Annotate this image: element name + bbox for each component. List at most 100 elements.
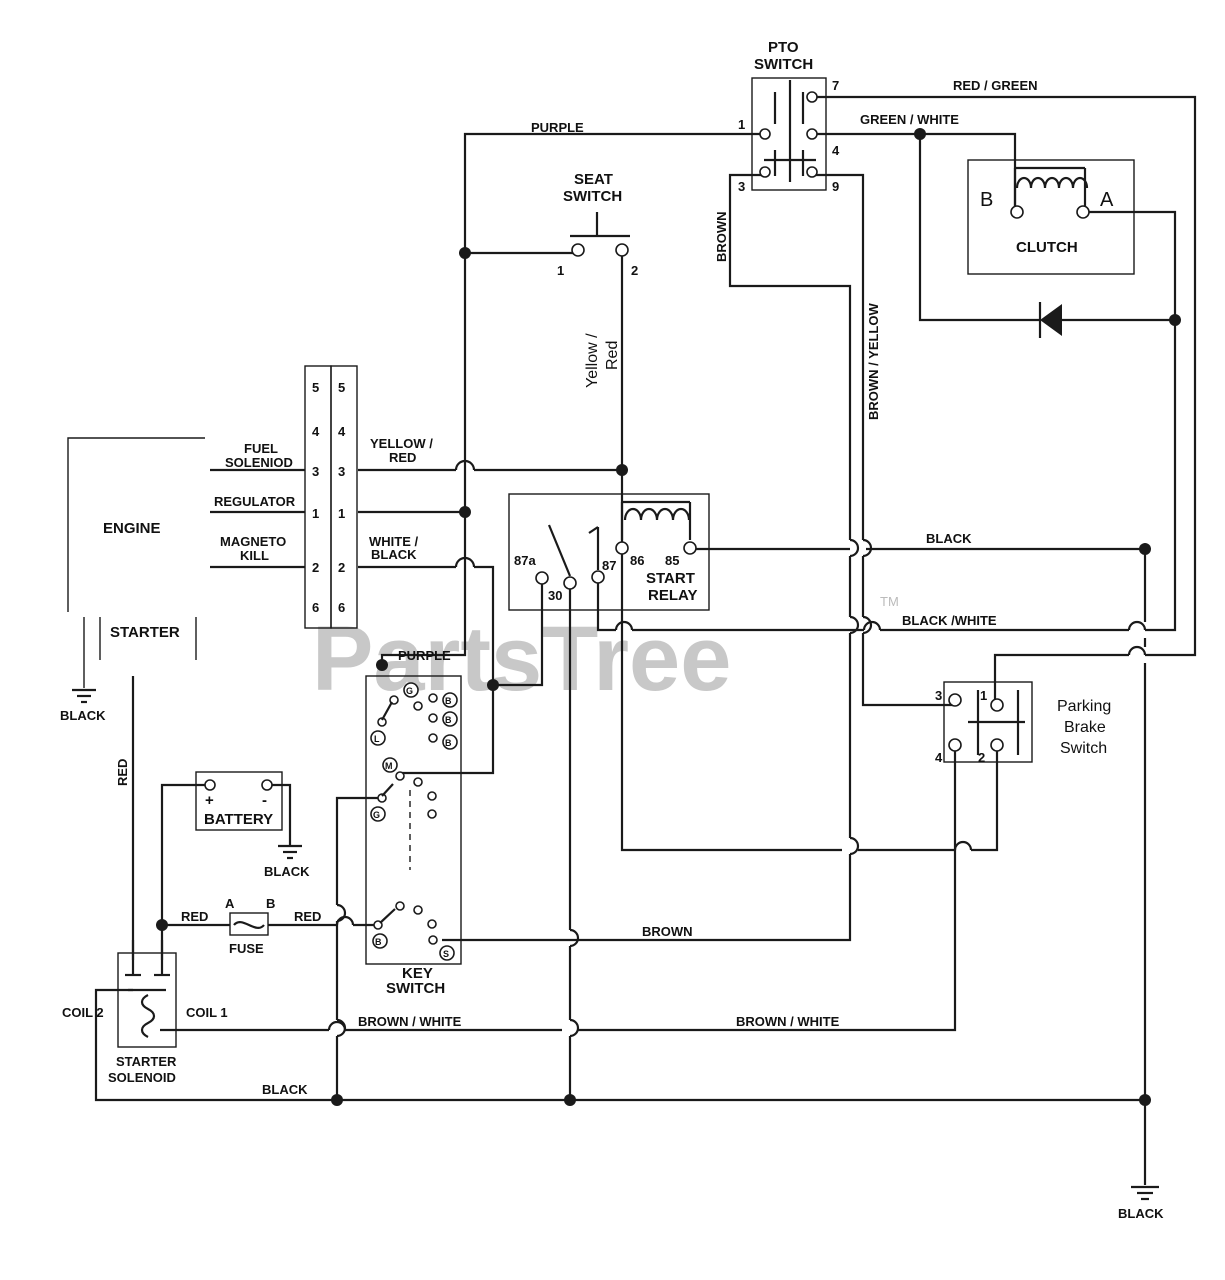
connector-block: 5 4 3 1 2 6 5 4 3 1 2 6 FUEL SOLENIOD RE… [214,365,358,629]
brake-pin-2: 2 [978,750,985,765]
wire-white-black-2: BLACK [371,547,417,562]
junction-dots [156,128,1181,1106]
conn-left-4: 4 [312,424,320,439]
magneto-label-2: KILL [240,548,269,563]
key-term-m: M [385,761,393,771]
relay-pin-86: 86 [630,553,644,568]
clutch-term-a: A [1100,189,1114,211]
wire-labels: RED / GREEN GREEN / WHITE PURPLE BROWN B… [60,78,1164,1221]
wire-black-relay: BLACK [926,531,972,546]
key-term-b3: B [445,738,452,748]
brake-pin-3: 3 [935,688,942,703]
battery-minus: - [262,792,267,809]
wire-black-bottom: BLACK [262,1082,308,1097]
wire-brown-white-right: BROWN / WHITE [736,1014,840,1029]
parking-brake-label-3: Switch [1060,740,1107,757]
wire-brown-pto: BROWN [714,211,729,262]
brake-pin-1: 1 [980,688,987,703]
starter-solenoid-label: STARTER [116,1054,177,1069]
key-term-b1: B [445,696,452,706]
ground-engine [72,688,96,704]
watermark-tm: TM [880,594,899,609]
conn-left-1: 1 [312,506,319,521]
wire-black-white-mid: BLACK /WHITE [902,613,997,628]
conn-left-5: 5 [312,380,319,395]
starter-solenoid: COIL 2 COIL 1 STARTER SOLENOID [62,940,228,1085]
pto-pin-3: 3 [738,179,745,194]
wire-black-ground: BLACK [1118,1206,1164,1221]
key-switch: G B B B L M G B S KEY SWITCH [365,675,462,997]
fuel-solenoid-label: FUEL [244,441,278,456]
key-term-l: L [374,734,380,744]
key-term-s: S [443,949,449,959]
key-switch-label: KEY [402,965,433,982]
pto-pin-4: 4 [832,143,840,158]
wire-yellow-red-v: Yellow / [584,333,601,388]
parking-brake-switch: 3 1 4 2 Parking Brake Switch [935,681,1111,765]
wire-white-black: WHITE / [369,534,418,549]
conn-right-1: 1 [338,506,345,521]
pto-pin-7: 7 [832,78,839,93]
wire-yellow-red-h: YELLOW / [370,436,433,451]
fuel-solenoid-label-2: SOLENIOD [225,455,293,470]
parking-brake-label-2: Brake [1064,719,1106,736]
key-switch-label-2: SWITCH [386,980,445,997]
conn-left-2: 2 [312,560,319,575]
pto-switch-label: PTO [768,39,799,56]
relay-pin-30: 30 [548,588,562,603]
conn-left-3: 3 [312,464,319,479]
key-term-g: G [373,810,380,820]
clutch-term-b: B [980,189,993,211]
engine-label: ENGINE [103,520,161,537]
pto-pin-9: 9 [832,179,839,194]
start-relay-label: START [646,570,695,587]
wire-red-green: RED / GREEN [953,78,1038,93]
key-term-b2: B [445,715,452,725]
conn-right-5: 5 [338,380,345,395]
wire-yellow-red-h-2: RED [389,450,416,465]
wire-black-engine: BLACK [60,708,106,723]
start-relay-label-2: RELAY [648,587,697,604]
relay-pin-87a: 87a [514,553,536,568]
seat-switch-label: SEAT [574,171,613,188]
wire-brown-white-left: BROWN / WHITE [358,1014,462,1029]
seat-switch: SEAT SWITCH 1 2 [557,171,638,278]
wire-red-fuse-b: RED [294,909,321,924]
regulator-label: REGULATOR [214,494,296,509]
battery-label: BATTERY [204,811,273,828]
wire-black-battery: BLACK [264,864,310,879]
wire-purple-top: PURPLE [531,120,584,135]
watermark-text: PartsTree [312,608,731,710]
fuse: A B FUSE [225,896,275,956]
seat-pin-1: 1 [557,263,564,278]
coil2-label: COIL 2 [62,1005,104,1020]
ground-main [1131,1185,1159,1201]
wire-purple-key: PURPLE [398,648,451,663]
clutch: B A CLUTCH [967,159,1135,275]
fuse-label: FUSE [229,941,264,956]
pto-switch: PTO SWITCH 7 1 4 3 9 [738,39,840,194]
battery: + - BATTERY [195,771,283,831]
relay-pin-87: 87 [602,558,616,573]
wire-brown-yellow: BROWN / YELLOW [866,303,881,420]
wire-red-fuse-a: RED [181,909,208,924]
ground-battery [278,844,302,860]
conn-right-2: 2 [338,560,345,575]
conn-left-6: 6 [312,600,319,615]
key-term-g-top: G [406,686,413,696]
wire-brown-bottom: BROWN [642,924,693,939]
diode-icon [1038,302,1062,338]
starter-label: STARTER [110,624,180,641]
magneto-label: MAGNETO [220,534,286,549]
starter-solenoid-label-2: SOLENOID [108,1070,176,1085]
battery-plus: + [205,792,214,809]
key-term-b: B [375,937,382,947]
seat-pin-2: 2 [631,263,638,278]
clutch-label: CLUTCH [1016,239,1078,256]
seat-switch-label-2: SWITCH [563,188,622,205]
conn-right-3: 3 [338,464,345,479]
wire-red-vertical: RED [115,759,130,786]
fuse-term-b: B [266,896,275,911]
coil1-label: COIL 1 [186,1005,228,1020]
